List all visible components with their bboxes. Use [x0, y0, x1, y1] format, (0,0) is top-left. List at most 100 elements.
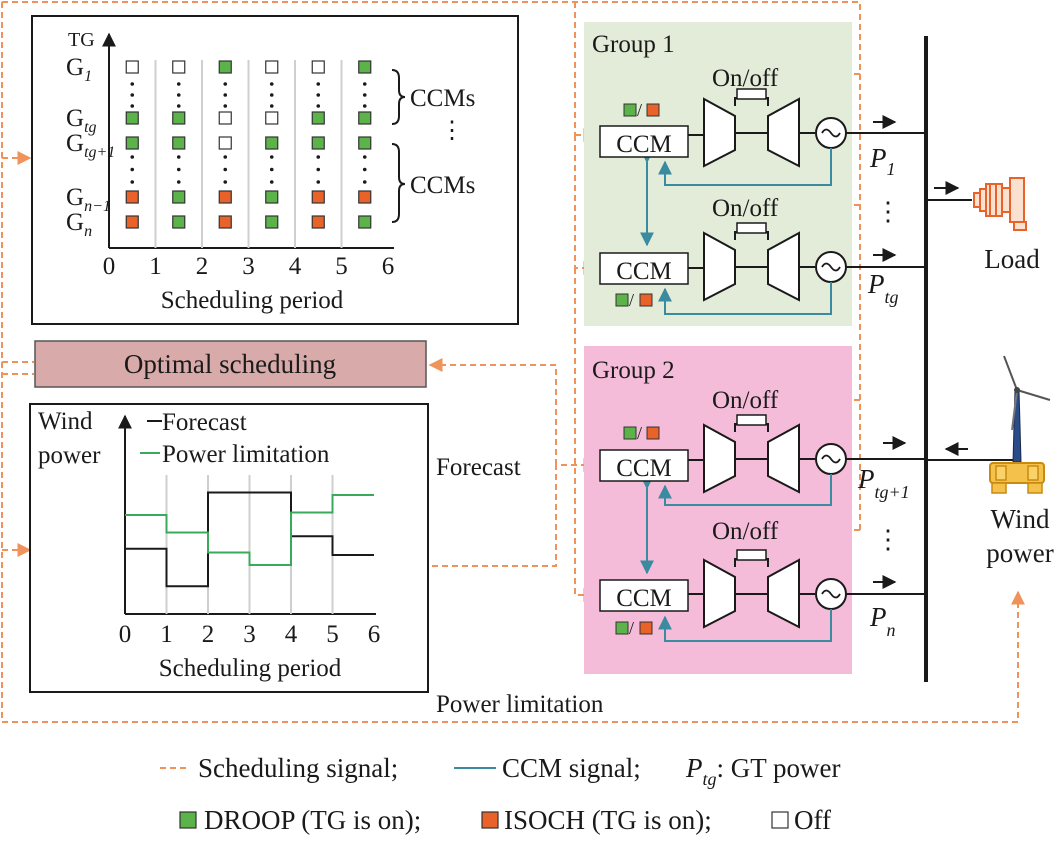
schedule-ellipsis-dot	[362, 82, 367, 86]
schedule-cell-droop	[125, 111, 139, 125]
chart-x-tick: 5	[326, 621, 339, 648]
schedule-ellipsis-dot	[316, 180, 321, 184]
power-limitation-series-line	[125, 494, 374, 566]
ccm-box-3	[599, 449, 689, 482]
legend-ccm-label: CCM signal;	[502, 753, 641, 783]
svg-text:/: /	[637, 100, 642, 120]
onoff-label-4: On/off	[712, 518, 779, 545]
legend-limit-label: Power limitation	[162, 441, 330, 468]
ccm-feedback-2	[658, 282, 832, 315]
p-label-tg-plus-1: Ptg+1	[857, 464, 910, 502]
schedule-ellipsis-dot	[130, 155, 135, 159]
schedule-cell-off	[218, 111, 232, 125]
chart-x-tick: 4	[285, 621, 298, 648]
schedule-row-label: Gtg	[66, 105, 97, 136]
chart-xlabel: Scheduling period	[159, 655, 342, 682]
compressor-icon	[703, 558, 736, 629]
compressor-icon	[703, 423, 736, 494]
ccm-box-2	[599, 252, 689, 285]
schedule-cells	[125, 60, 372, 229]
legend-off-label: Off	[794, 805, 831, 835]
schedule-ellipsis-dot	[269, 82, 274, 86]
schedule-cell-droop	[218, 60, 232, 74]
generator-unit-tg: On/off CCM / Ptg	[599, 195, 926, 315]
schedule-cell-off	[311, 60, 325, 74]
turbine-icon	[767, 423, 800, 494]
schedule-ellipsis-dot	[316, 167, 321, 172]
schedule-ellipsis-dot	[316, 82, 321, 86]
schedule-ellipsis-dot	[130, 82, 135, 86]
schedule-cell-droop	[265, 190, 279, 204]
schedule-ellipsis-dot	[362, 155, 367, 159]
combustor-icon	[736, 88, 767, 100]
load-label: Load	[984, 244, 1040, 274]
load-icon	[973, 177, 1027, 231]
schedule-gridlines	[154, 60, 343, 248]
schedule-ellipsis-dot	[269, 167, 274, 172]
p-label-tg: Ptg	[867, 269, 899, 307]
forecast-label: Forecast	[436, 454, 521, 481]
ccm-brace-1	[391, 69, 406, 125]
schedule-x-tick: 0	[103, 253, 116, 280]
schedule-cell-isoch	[311, 190, 325, 204]
combustor-icon	[736, 414, 767, 426]
schedule-row-label: Gn−1	[66, 184, 111, 215]
schedule-ellipsis-dot	[269, 93, 274, 97]
legend-sched-label: Scheduling signal;	[198, 753, 398, 783]
ccm-box-4	[599, 579, 689, 612]
legend-off-swatch	[771, 811, 789, 829]
schedule-ellipsis-dot	[269, 180, 274, 184]
schedule-ellipsis-dot	[362, 93, 367, 97]
schedule-ellipsis-dot	[223, 155, 228, 159]
legend-isoch-label: ISOCH (TG is on);	[504, 805, 712, 835]
schedule-cell-isoch	[218, 215, 232, 229]
schedule-ellipsis-dot	[316, 155, 321, 159]
onoff-label-1: On/off	[712, 65, 779, 92]
turbine-icon	[767, 97, 800, 168]
wind-power-label-1: Wind	[991, 504, 1050, 534]
schedule-axis-label: TG	[68, 29, 95, 51]
group-2-title: Group 2	[592, 357, 675, 384]
schedule-cell-droop	[311, 111, 325, 125]
schedule-cell-isoch	[218, 190, 232, 204]
p-label-1: P1	[869, 143, 896, 179]
schedule-cell-droop	[358, 111, 372, 125]
schedule-ellipsis-dot	[223, 180, 228, 184]
chart-x-tick: 3	[243, 621, 256, 648]
ccms-dots: ⋮	[440, 118, 464, 144]
schedule-ellipsis-dot	[223, 93, 228, 97]
schedule-ellipsis-dot	[223, 167, 228, 172]
schedule-cell-droop	[172, 136, 186, 150]
legend: Scheduling signal; CCM signal; Ptg: GT p…	[160, 753, 841, 835]
legend-droop-swatch	[179, 811, 197, 829]
svg-text:/: /	[629, 618, 634, 638]
wind-power-label-2: power	[986, 538, 1053, 568]
schedule-ellipsis-dot	[130, 93, 135, 97]
schedule-ellipsis-dot	[176, 167, 181, 172]
schedule-cell-droop	[172, 190, 186, 204]
ccm-feedback-1	[658, 148, 832, 186]
schedule-ellipsis-dot	[362, 104, 367, 108]
chart-ylabel-1: Wind	[38, 408, 93, 435]
schedule-cell-droop	[172, 111, 186, 125]
schedule-ellipsis-dot	[130, 104, 135, 108]
schedule-cell-off	[218, 136, 232, 150]
wind-turbine-icon	[989, 355, 1051, 494]
units-dots-1: ⋮	[875, 197, 901, 226]
power-limitation-label: Power limitation	[436, 691, 604, 718]
ccm-label-4: CCM	[616, 585, 672, 612]
schedule-cell-droop	[125, 136, 139, 150]
schedule-ellipsis-dot	[130, 180, 135, 184]
generator-unit-n: On/off CCM / Pn	[599, 518, 926, 642]
schedule-x-tick: 2	[196, 253, 209, 280]
schedule-ellipsis-dot	[362, 167, 367, 172]
ccms-label-2: CCMs	[410, 172, 475, 199]
units-dots-2: ⋮	[875, 525, 901, 554]
chart-x-tick: 0	[119, 621, 132, 648]
turbine-icon	[767, 558, 800, 629]
